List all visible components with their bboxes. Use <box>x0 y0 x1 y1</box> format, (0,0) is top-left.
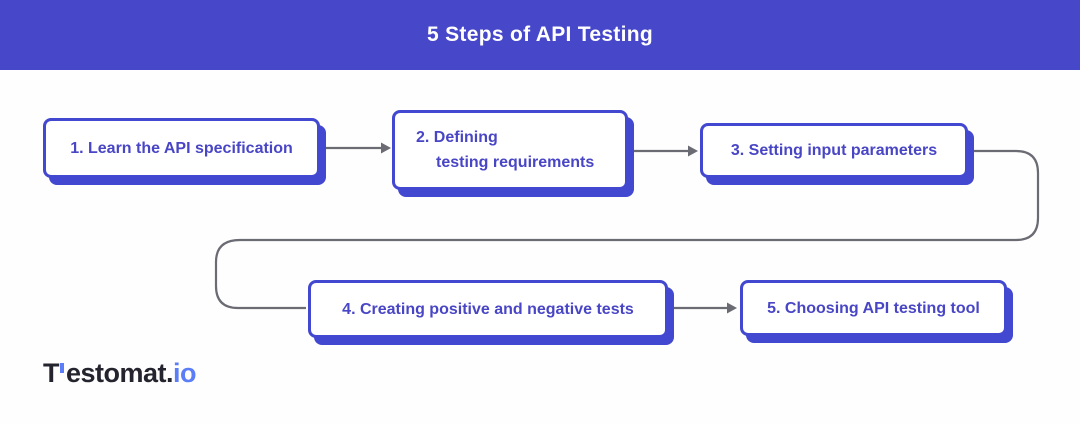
step-label: 5. Choosing API testing tool <box>767 299 980 317</box>
step-label-line-2: testing requirements <box>436 154 595 171</box>
arrowhead-icon <box>688 145 698 157</box>
page-title: 5 Steps of API Testing <box>427 23 653 46</box>
logo-text-t: T <box>43 358 60 388</box>
step-box-2: 2. Defining testing requirements <box>392 110 628 190</box>
connector-step3-to-step4 <box>214 149 1040 310</box>
logo-text-main: estomat. <box>66 358 174 388</box>
arrowhead-icon <box>727 302 737 314</box>
arrow-step4-to-step5 <box>672 302 737 314</box>
logo-text-io: io <box>173 358 197 388</box>
arrow-step1-to-step2 <box>324 142 391 154</box>
step-box-4: 4. Creating positive and negative tests <box>308 280 668 338</box>
step-label: 1. Learn the API specification <box>70 139 293 157</box>
logo-tick-icon <box>60 363 64 373</box>
step-box-3: 3. Setting input parameters <box>700 123 968 178</box>
step-label: 2. Defining testing requirements <box>416 125 594 175</box>
step-box-1: 1. Learn the API specification <box>43 118 320 178</box>
step-box-5: 5. Choosing API testing tool <box>740 280 1007 336</box>
step-label: 4. Creating positive and negative tests <box>342 300 634 318</box>
step-label: 3. Setting input parameters <box>730 142 938 159</box>
arrow-step2-to-step3 <box>632 145 698 157</box>
step-label-line-1: 2. Defining <box>416 129 498 146</box>
arrowhead-icon <box>381 142 391 154</box>
header-band: 5 Steps of API Testing <box>0 0 1080 70</box>
